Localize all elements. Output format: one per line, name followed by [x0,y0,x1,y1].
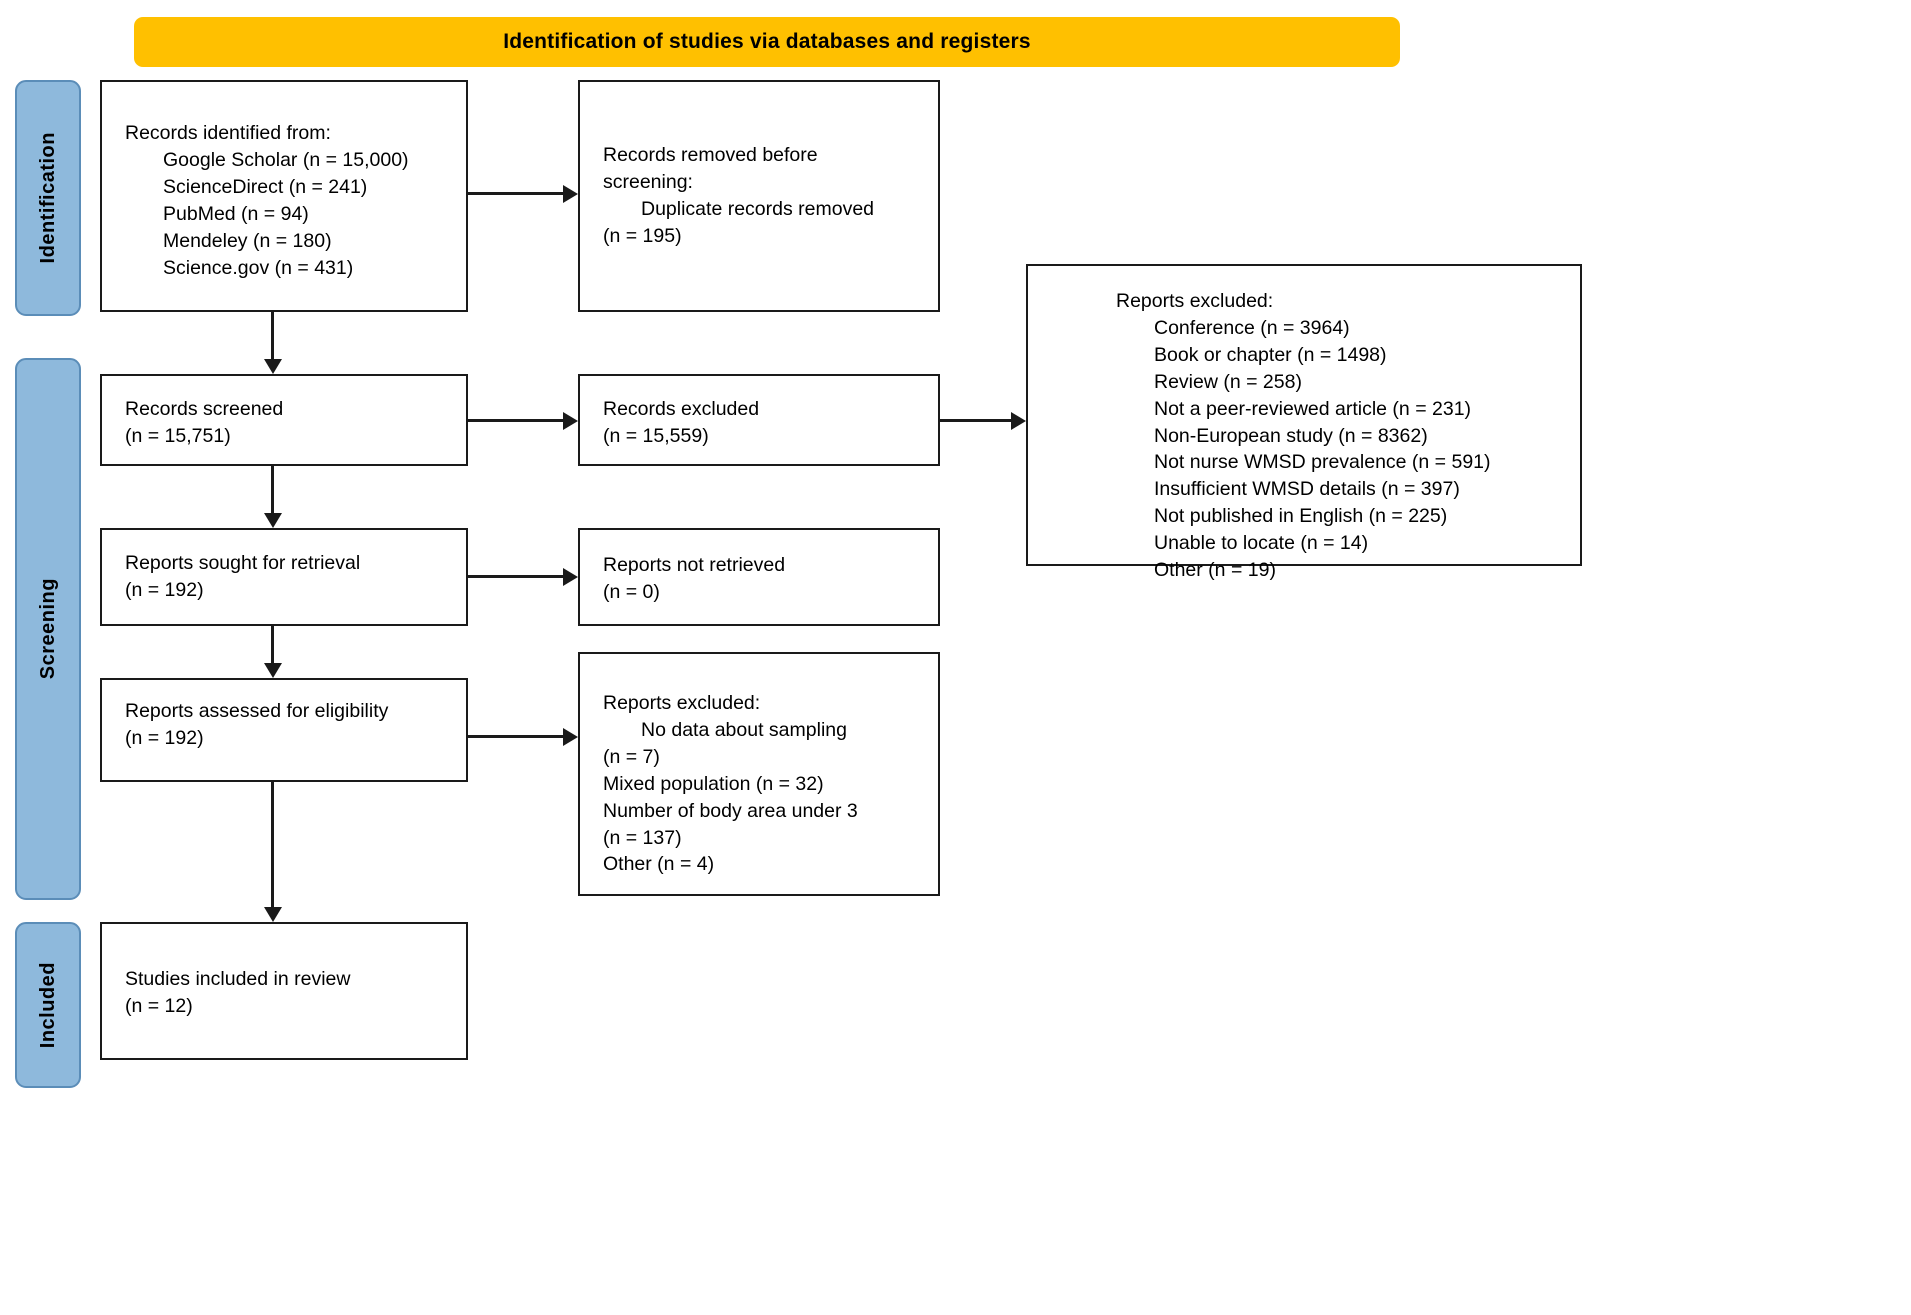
banner-title: Identification of studies via databases … [503,30,1031,53]
records-removed-heading-line2: screening: [603,170,693,193]
reports-not-retrieved-count: (n = 0) [603,580,660,603]
box-reports-not-retrieved-text: Reports not retrieved (n = 0) [603,552,928,606]
records-excluded-count: (n = 15,559) [603,424,709,447]
excluded-reason-non-european: Non-European study (n = 8362) [1154,424,1428,447]
reports-assessed-count: (n = 192) [125,726,204,749]
box-studies-included: Studies included in review (n = 12) [100,922,468,1060]
connector-identified-to-screened [271,312,274,359]
arrowhead-sought-to-notretrieved [563,568,578,586]
excluded-reason-not-peer-reviewed: Not a peer-reviewed article (n = 231) [1154,397,1472,420]
records-removed-heading-line1: Records removed before [603,144,818,166]
excluded-reason-insufficient-wmsd: Insufficient WMSD details (n = 397) [1154,478,1460,501]
box-records-identified-text: Records identified from: Google Scholar … [125,120,456,281]
reports-sought-label: Reports sought for retrieval [125,552,361,574]
box-reports-assessed-text: Reports assessed for eligibility (n = 19… [125,698,456,752]
arrowhead-identified-to-screened [264,359,282,374]
records-excluded-label: Records excluded [603,398,760,420]
reports-assessed-label: Reports assessed for eligibility [125,700,389,722]
box-reports-sought-text: Reports sought for retrieval (n = 192) [125,550,456,604]
arrowhead-identified-to-removed [563,185,578,203]
box-records-removed: Records removed before screening: Duplic… [578,80,940,312]
connector-assessed-to-repexcluded [468,735,563,738]
source-google-scholar: Google Scholar (n = 15,000) [163,148,409,171]
excluded-reasons-heading: Reports excluded: [1116,290,1274,312]
excluded-reason-conference: Conference (n = 3964) [1154,316,1350,339]
source-pubmed: PubMed (n = 94) [163,202,309,225]
arrowhead-assessed-to-repexcluded [563,728,578,746]
box-reports-sought: Reports sought for retrieval (n = 192) [100,528,468,626]
connector-screened-to-excluded [468,419,563,422]
box-records-screened-text: Records screened (n = 15,751) [125,396,456,450]
duplicate-records-count: (n = 195) [603,224,682,247]
box-reports-excluded-detail-text: Reports excluded: No data about sampling… [603,690,928,878]
stage-label-included-text: Included [36,961,59,1049]
box-records-screened: Records screened (n = 15,751) [100,374,468,466]
excluded-reason-not-english: Not published in English (n = 225) [1154,505,1448,528]
arrowhead-sought-to-assessed [264,663,282,678]
connector-sought-to-assessed [271,626,274,663]
box-records-removed-text: Records removed before screening: Duplic… [603,142,928,250]
connector-identified-to-removed [468,192,563,195]
reason-body-area-under-3-count: (n = 137) [603,826,682,849]
excluded-reason-book-chapter: Book or chapter (n = 1498) [1154,343,1387,366]
excluded-reason-unable-locate: Unable to locate (n = 14) [1154,532,1369,555]
reason-no-data-sampling-count: (n = 7) [603,745,660,768]
connector-sought-to-notretrieved [468,575,563,578]
reason-mixed-population: Mixed population (n = 32) [603,772,824,795]
stage-label-identification-text: Identification [36,132,59,264]
arrowhead-screened-to-sought [264,513,282,528]
box-records-excluded-text: Records excluded (n = 15,559) [603,396,928,450]
reason-other: Other (n = 4) [603,853,715,876]
stage-label-screening: Screening [15,358,81,900]
reports-excluded-heading: Reports excluded: [603,692,761,714]
studies-included-label: Studies included in review [125,968,351,990]
box-reports-excluded-detail: Reports excluded: No data about sampling… [578,652,940,896]
excluded-reason-not-nurse-wmsd: Not nurse WMSD prevalence (n = 591) [1154,451,1491,474]
reports-not-retrieved-label: Reports not retrieved [603,554,786,576]
header-banner: Identification of studies via databases … [134,17,1400,67]
stage-label-identification: Identification [15,80,81,316]
box-reports-excluded-reasons-text: Reports excluded: Conference (n = 3964) … [1116,288,1570,584]
reason-no-data-sampling: No data about sampling [641,718,847,741]
box-reports-not-retrieved: Reports not retrieved (n = 0) [578,528,940,626]
box-records-excluded: Records excluded (n = 15,559) [578,374,940,466]
studies-included-count: (n = 12) [125,994,193,1017]
stage-label-screening-text: Screening [36,578,59,680]
source-mendeley: Mendeley (n = 180) [163,229,332,252]
reason-body-area-under-3: Number of body area under 3 [603,799,858,822]
arrowhead-excluded-to-reasons [1011,412,1026,430]
source-science-gov: Science.gov (n = 431) [163,256,354,279]
connector-screened-to-sought [271,466,274,513]
excluded-reason-review: Review (n = 258) [1154,370,1302,393]
arrowhead-assessed-to-included [264,907,282,922]
stage-label-included: Included [15,922,81,1088]
source-sciencedirect: ScienceDirect (n = 241) [163,175,368,198]
reports-sought-count: (n = 192) [125,578,204,601]
box-studies-included-text: Studies included in review (n = 12) [125,966,456,1020]
connector-assessed-to-included [271,782,274,907]
records-screened-label: Records screened [125,398,284,420]
records-identified-heading: Records identified from: [125,122,331,144]
records-screened-count: (n = 15,751) [125,424,231,447]
box-records-identified: Records identified from: Google Scholar … [100,80,468,312]
excluded-reason-other: Other (n = 19) [1154,559,1276,582]
connector-excluded-to-reasons [940,419,1011,422]
box-reports-excluded-reasons: Reports excluded: Conference (n = 3964) … [1026,264,1582,581]
arrowhead-screened-to-excluded [563,412,578,430]
box-reports-assessed: Reports assessed for eligibility (n = 19… [100,678,468,782]
duplicate-records-removed: Duplicate records removed [641,197,875,220]
